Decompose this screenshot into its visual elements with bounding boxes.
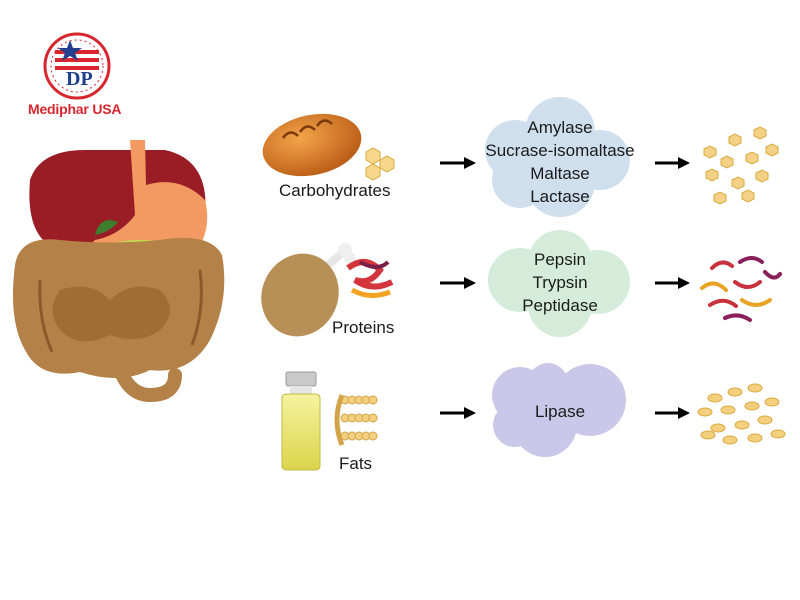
- arrow-icon: [440, 407, 476, 419]
- glucose-molecule: [745, 151, 759, 165]
- nutrient-label-carbohydrates: Carbohydrates: [279, 181, 391, 200]
- enzyme-name: Pepsin: [534, 250, 586, 269]
- amino-acid-strand: [738, 256, 764, 264]
- amino-acid-strand: [740, 298, 772, 307]
- enzyme-list-fats: Lipase: [500, 400, 620, 423]
- glucose-products-icon: [703, 126, 779, 205]
- oil-bottle-icon: [281, 371, 321, 471]
- amino-acid-strand: [723, 313, 752, 322]
- fatty-acid-bead: [368, 413, 378, 423]
- nutrient-label-fats: Fats: [339, 454, 373, 473]
- glucose-molecule: [703, 145, 717, 159]
- arrow-icon: [655, 277, 690, 289]
- enzyme-cloud-proteins: [488, 230, 630, 337]
- nutrient-label-proteins: Proteins: [332, 318, 395, 337]
- amino-acid-products-icon: [700, 256, 782, 322]
- enzyme-name: Amylase: [527, 118, 593, 137]
- proteins-row: [261, 230, 782, 337]
- fats-row: [281, 363, 786, 471]
- amino-acid-strand: [700, 281, 728, 292]
- fatty-acid-molecule: [757, 415, 773, 425]
- chicken-leg-icon: [261, 243, 356, 337]
- enzyme-name: Trypsin: [532, 273, 588, 292]
- enzyme-cloud-fats: [492, 363, 626, 457]
- glucose-molecule: [753, 126, 767, 140]
- enzyme-name: Peptidase: [522, 296, 598, 315]
- mediphar-logo: DP: [43, 32, 111, 100]
- fatty-acid-bead: [368, 395, 378, 405]
- cloud-part: [492, 152, 548, 208]
- fatty-acid-molecule: [707, 393, 723, 403]
- glucose-molecule: [755, 169, 769, 183]
- amino-acid-strand: [710, 260, 734, 270]
- cloud-part: [493, 403, 537, 447]
- fatty-acid-molecule: [747, 433, 763, 443]
- fatty-acid-molecule: [722, 435, 738, 445]
- sugar-hexagons-icon: [365, 147, 395, 181]
- glucose-molecule: [765, 143, 779, 157]
- enzyme-name: Maltase: [530, 164, 590, 183]
- enzyme-cloud-carbohydrates: [485, 97, 630, 217]
- enzyme-name: Lactase: [530, 187, 590, 206]
- fatty-acid-molecule: [727, 387, 743, 397]
- protein-strands-icon: [346, 259, 394, 298]
- glucose-molecule: [741, 189, 755, 203]
- amino-acid-strand: [763, 270, 782, 280]
- enzyme-list-carbohydrates: Amylase Sucrase-isomaltase Maltase Lacta…: [470, 116, 650, 208]
- logo-letters: DP: [66, 68, 93, 90]
- amino-acid-strand: [733, 280, 762, 289]
- brand-name: Mediphar USA: [28, 101, 122, 117]
- enzyme-list-proteins: Pepsin Trypsin Peptidase: [490, 248, 630, 317]
- glucose-molecule: [731, 176, 745, 190]
- glycerol-backbone: [334, 394, 345, 446]
- glucose-molecule: [705, 168, 719, 182]
- amino-acid-strand: [708, 298, 738, 308]
- fatty-acid-molecule: [700, 430, 716, 440]
- enzyme-name: Lipase: [534, 402, 586, 421]
- cloud-part: [528, 273, 592, 337]
- enzyme-name: Sucrase-isomaltase: [485, 141, 635, 160]
- fatty-acid-molecule: [764, 397, 780, 407]
- glucose-molecule: [728, 133, 742, 147]
- fatty-acid-molecule: [747, 383, 763, 393]
- fatty-acid-bead: [368, 431, 378, 441]
- glucose-molecule: [720, 155, 734, 169]
- carbohydrates-row: [262, 97, 779, 217]
- arrow-icon: [440, 157, 476, 169]
- arrow-icon: [655, 157, 690, 169]
- fatty-acid-chain-icon: [334, 394, 378, 446]
- bread-icon: [262, 113, 362, 177]
- digestive-system-illustration: [12, 140, 225, 403]
- glucose-molecule: [713, 191, 727, 205]
- arrow-icon: [440, 277, 476, 289]
- fatty-acid-molecule: [734, 420, 750, 430]
- fatty-acid-molecule: [744, 401, 760, 411]
- fatty-acid-molecule: [770, 429, 786, 439]
- fatty-acid-molecule: [697, 407, 713, 417]
- fatty-acid-molecule: [720, 405, 736, 415]
- fatty-acid-molecule: [710, 423, 726, 433]
- fatty-acid-products-icon: [697, 383, 786, 445]
- arrow-icon: [655, 407, 690, 419]
